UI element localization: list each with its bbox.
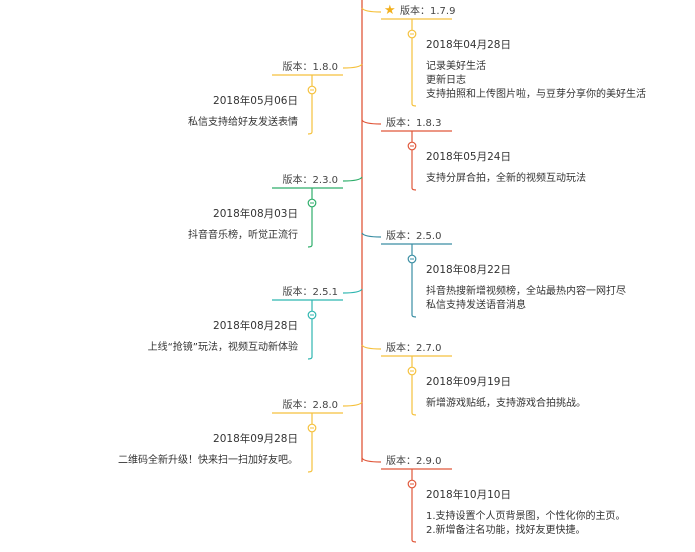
version-label: 版本：2.5.1 — [282, 287, 338, 298]
date-label: 2018年08月28日 — [213, 320, 298, 332]
note-text: 抖音热搜新增视频榜，全站最热内容一网打尽 — [426, 286, 626, 297]
branch-connector — [342, 176, 363, 182]
branch-connector — [361, 344, 382, 350]
note-text: 新增游戏贴纸，支持游戏合拍挑战。 — [426, 398, 586, 409]
note-text: 抖音音乐榜，听觉正流行 — [188, 230, 298, 241]
detail-bracket — [307, 319, 313, 360]
note-text: 1.支持设置个人页背景图，个性化你的主页。 — [426, 511, 626, 522]
star-icon: ★ — [384, 3, 396, 18]
date-label: 2018年05月24日 — [426, 151, 511, 163]
branch-connector — [342, 288, 363, 294]
note-text: 更新日志 — [426, 75, 466, 86]
note-text: 私信支持给好友发送表情 — [188, 117, 298, 128]
version-label: 版本：1.8.3 — [386, 118, 442, 129]
note-text: 记录美好生活 — [426, 61, 486, 72]
detail-bracket — [411, 150, 417, 191]
detail-bracket — [411, 488, 417, 543]
date-label: 2018年09月19日 — [426, 376, 511, 388]
detail-bracket — [307, 207, 313, 248]
version-label: 版本：1.7.9 — [400, 6, 456, 17]
detail-bracket — [307, 94, 313, 135]
detail-bracket — [307, 432, 313, 473]
note-text: 支持拍照和上传图片啦，与豆芽分享你的美好生活 — [426, 89, 646, 100]
note-text: 支持分屏合拍，全新的视频互动玩法 — [426, 173, 586, 184]
date-label: 2018年10月10日 — [426, 489, 511, 501]
branch-connector — [361, 457, 382, 463]
version-label: 版本：2.9.0 — [386, 456, 442, 467]
detail-bracket — [411, 375, 417, 416]
date-label: 2018年05月06日 — [213, 95, 298, 107]
branch-connector — [361, 119, 382, 125]
branch-connector — [361, 7, 382, 13]
version-label: 版本：2.3.0 — [282, 175, 338, 186]
version-label: 版本：2.7.0 — [386, 343, 442, 354]
date-label: 2018年04月28日 — [426, 39, 511, 51]
version-label: 版本：1.8.0 — [282, 62, 338, 73]
version-label: 版本：2.8.0 — [282, 400, 338, 411]
note-text: 二维码全新升级！快来扫一扫加好友吧。 — [118, 455, 298, 466]
note-text: 2.新增备注名功能，找好友更快捷。 — [426, 525, 586, 536]
detail-bracket — [411, 263, 417, 318]
version-label: 版本：2.5.0 — [386, 231, 442, 242]
branch-connector — [361, 232, 382, 238]
note-text: 私信支持发送语音消息 — [426, 300, 526, 311]
date-label: 2018年08月03日 — [213, 208, 298, 220]
note-text: 上线“抢镜”玩法，视频互动新体验 — [147, 342, 298, 353]
branch-connector — [342, 401, 363, 407]
detail-bracket — [411, 38, 417, 107]
branch-connector — [342, 63, 363, 69]
date-label: 2018年09月28日 — [213, 433, 298, 445]
date-label: 2018年08月22日 — [426, 264, 511, 276]
